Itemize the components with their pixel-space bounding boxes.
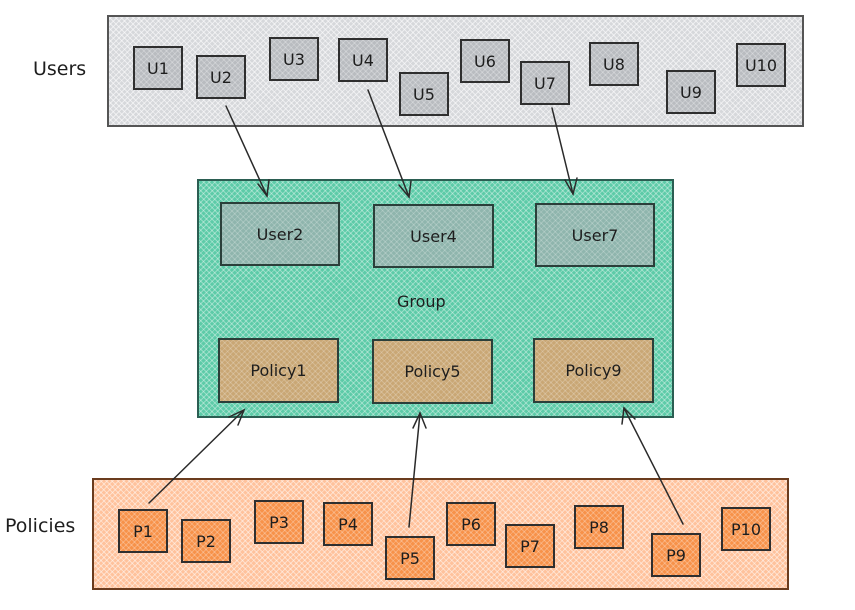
user-box-u8[interactable]: U8 bbox=[589, 42, 639, 86]
arrow-u2-to-user2 bbox=[225, 105, 268, 197]
arrow-p1-to-policy1 bbox=[148, 409, 245, 504]
policies-label: Policies bbox=[5, 515, 76, 537]
policy-box-p7[interactable]: P7 bbox=[505, 524, 555, 568]
group-policy-policy5[interactable]: Policy5 bbox=[372, 339, 493, 404]
arrowhead-icon bbox=[228, 408, 246, 426]
policy-box-p4[interactable]: P4 bbox=[323, 502, 373, 546]
group-policy-policy9[interactable]: Policy9 bbox=[533, 338, 654, 403]
policy-box-p2[interactable]: P2 bbox=[181, 519, 231, 563]
policy-box-p5[interactable]: P5 bbox=[385, 536, 435, 580]
group-label: Group bbox=[397, 292, 446, 311]
user-box-u5[interactable]: U5 bbox=[399, 72, 449, 116]
policy-box-p8[interactable]: P8 bbox=[574, 505, 624, 549]
arrow-p9-to-policy9 bbox=[623, 407, 684, 525]
policy-box-p10[interactable]: P10 bbox=[721, 507, 771, 551]
policy-box-p3[interactable]: P3 bbox=[254, 500, 304, 544]
arrowhead-icon bbox=[621, 406, 636, 425]
group-member-user2[interactable]: User2 bbox=[220, 202, 340, 266]
user-box-u7[interactable]: U7 bbox=[520, 61, 570, 105]
policy-box-p1[interactable]: P1 bbox=[118, 509, 168, 553]
arrow-u4-to-user4 bbox=[367, 89, 410, 198]
group-member-user7[interactable]: User7 bbox=[535, 203, 655, 267]
arrowhead-icon bbox=[412, 411, 427, 429]
arrow-u7-to-user7 bbox=[551, 107, 574, 195]
arrowhead-icon bbox=[398, 180, 412, 199]
user-box-u4[interactable]: U4 bbox=[338, 38, 388, 82]
group-policy-policy1[interactable]: Policy1 bbox=[218, 338, 339, 403]
arrowhead-icon bbox=[257, 179, 270, 198]
users-label: Users bbox=[33, 58, 87, 80]
group-member-user4[interactable]: User4 bbox=[373, 204, 494, 268]
user-box-u1[interactable]: U1 bbox=[133, 46, 183, 90]
user-box-u9[interactable]: U9 bbox=[666, 70, 716, 114]
user-box-u3[interactable]: U3 bbox=[269, 37, 319, 81]
policy-box-p9[interactable]: P9 bbox=[651, 533, 701, 577]
user-box-u2[interactable]: U2 bbox=[196, 55, 246, 99]
user-box-u10[interactable]: U10 bbox=[736, 43, 786, 87]
arrowhead-icon bbox=[564, 177, 578, 196]
user-box-u6[interactable]: U6 bbox=[460, 39, 510, 83]
policy-box-p6[interactable]: P6 bbox=[446, 502, 496, 546]
arrow-p5-to-policy5 bbox=[408, 412, 421, 528]
